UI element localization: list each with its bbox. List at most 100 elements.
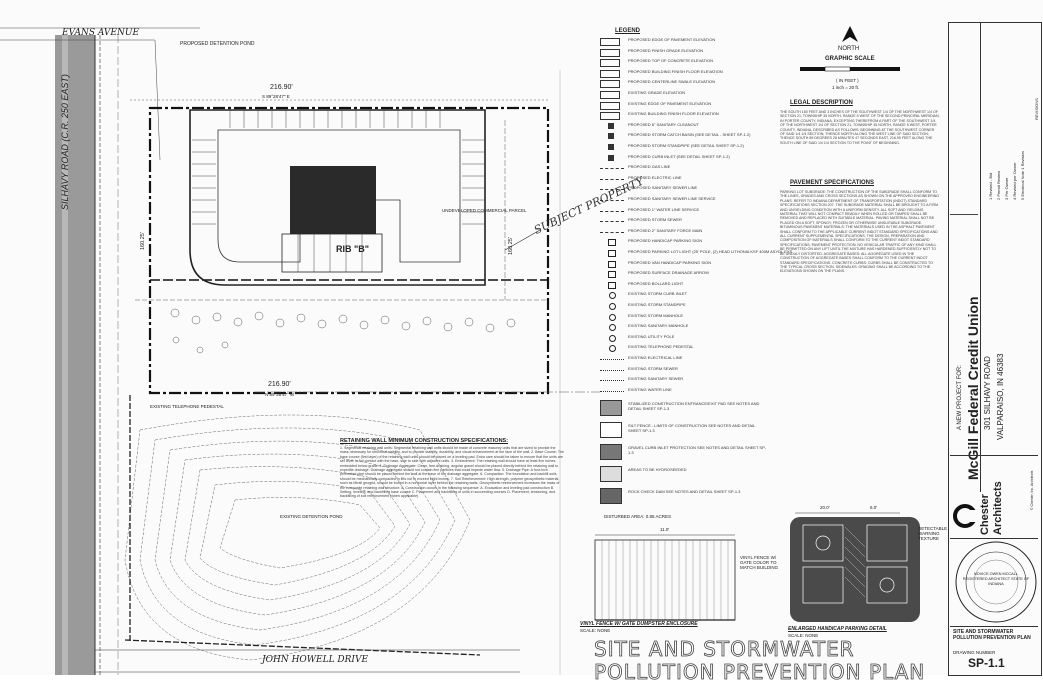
legend-symbol-icon (600, 200, 624, 201)
legend-item-label: PROPOSED BUILDING FINISH FLOOR ELEVATION (628, 68, 723, 74)
bearing-top: S 89°28'47" E (262, 94, 290, 99)
legend-item-label: PROPOSED EDGE OF PAVEMENT ELEVATION (628, 37, 716, 42)
legend-item-label: PROPOSED VAN HANDICAP PARKING SIGN (628, 259, 712, 265)
legend-symbol-icon (609, 345, 616, 353)
legend-item: PROPOSED BUILDING FINISH FLOOR ELEVATION (600, 68, 770, 78)
legend-item: EXISTING STORM MANHOLE (600, 312, 770, 322)
legend-item-label: EXISTING ELECTRICAL LINE (628, 355, 683, 360)
firm-copyright: © Chester, Inc. Architects (1030, 470, 1034, 510)
legend-item: PROPOSED GAS LINE (600, 163, 770, 173)
legend-item: PROPOSED SANITARY SEWER LINE (600, 184, 770, 194)
erosion-legend-label: AREAS TO BE HYDROSEEDED (628, 467, 687, 472)
legend-symbol-icon (608, 260, 616, 268)
revision-entry: 1 Revised - Bid (988, 172, 993, 200)
legend-item: EXISTING STORM CURB INLET (600, 290, 770, 300)
legend-title: LEGEND (615, 28, 641, 34)
legend-symbol-icon (600, 101, 620, 110)
undeveloped-parcel-label: UNDEVELOPED COMMERCIAL PARCEL (442, 208, 527, 213)
legend-item: PROPOSED TOP OF CONCRETE ELEVATION (600, 57, 770, 68)
legend-item: PROPOSED SURFACE DRAINAGE ARROW (600, 269, 770, 279)
legend-symbol-icon (608, 281, 616, 289)
disturbed-area: DISTURBED AREA: 0.85 ACRES (604, 514, 672, 519)
legend-item-label: PROPOSED STORM STANDPIPE (SEE DETAIL SHE… (628, 143, 744, 148)
legend-item: PROPOSED SANITARY SEWER LINE SERVICE (600, 195, 770, 205)
legend-symbol-icon (608, 144, 614, 150)
graphic-scale-title: GRAPHIC SCALE (825, 56, 875, 62)
pavement-spec-body: PARKING LOT SUBGRADE: THE CONSTRUCTION O… (780, 190, 940, 274)
fence-dim-11: 11.0' (660, 527, 670, 532)
drawing-number: SP-1.1 (968, 656, 1005, 670)
legend-symbol-icon (608, 250, 616, 257)
legend-symbol-icon (600, 168, 624, 170)
legend-symbol-icon (609, 324, 616, 332)
legend-symbol-icon (600, 38, 620, 46)
legend-item-label: PROPOSED ELECTRIC LINE (628, 174, 682, 180)
site-plan (0, 27, 600, 675)
architect-seal (955, 541, 1037, 623)
legend-item: PROPOSED VAN HANDICAP PARKING SIGN (600, 259, 770, 269)
firm-name-line2: Architects (992, 481, 1004, 535)
revision-entry: 2 Permit Review (996, 170, 1001, 200)
legend-item-label: PROPOSED STORM SEWER (628, 217, 682, 223)
erosion-legend-label: SILT FENCE - LIMITS OF CONSTRUCTION SEE … (628, 423, 756, 433)
drawing-number-label: DRAWING NUMBER (953, 650, 996, 655)
ex-telephone-label: EXISTING TELEPHONE PEDESTAL (150, 404, 224, 409)
legend-item: PROPOSED STORM CATCH BASIN (SEE DETAIL -… (600, 131, 770, 141)
legend-item-label: PROPOSED TOP OF CONCRETE ELEVATION (628, 58, 713, 64)
legend-item-label: PROPOSED SURFACE DRAINAGE ARROW (628, 270, 709, 276)
legend-item-label: EXISTING EDGE OF PAVEMENT ELEVATION (628, 100, 712, 106)
legend-symbol-icon (600, 390, 624, 392)
legend-symbol-icon (600, 59, 620, 68)
revisions-header: REVISIONS (1034, 98, 1039, 120)
legal-description-body: THE SOUTH 160 FEET AND 3 INCHES OF THE S… (780, 110, 940, 145)
legend-item: PROPOSED CURB INLET (SEE DETAIL SHEET SP… (600, 153, 770, 163)
sheet-title-line2: POLLUTION PREVENTION PLAN (594, 660, 926, 684)
legend-symbol-icon (608, 271, 616, 279)
building-label: RIB "B" (336, 244, 370, 254)
legend-item: EXISTING EDGE OF PAVEMENT ELEVATION (600, 100, 770, 110)
dim-left: 160.25' (140, 232, 146, 250)
legend-item-label: PROPOSED 6" SANITARY CLEANOUT (628, 121, 699, 127)
legend-item-label: PROPOSED PARKING LOT LIGHT (25' POLE, (2… (628, 249, 793, 254)
legend-item-label: PROPOSED BOLLARD LIGHT (628, 280, 684, 286)
legend-item-label: EXISTING SANITARY MANHOLE (628, 323, 689, 329)
legend-item: PROPOSED BOLLARD LIGHT (600, 280, 770, 290)
dim-right: 160.25' (508, 237, 514, 255)
legend-symbol-icon (600, 380, 624, 382)
legend-symbol-icon (600, 210, 624, 212)
legend-list: PROPOSED EDGE OF PAVEMENT ELEVATION PROPO… (600, 36, 792, 396)
erosion-symbol-icon (600, 400, 622, 416)
retaining-wall-heading: RETAINING WALL MINIMUM CONSTRUCTION SPEC… (340, 438, 509, 444)
erosion-legend-label: ROCK CHECK DAM SEE NOTES AND DETAIL SHEE… (628, 489, 741, 494)
legend-item-label: PROPOSED SANITARY SEWER LINE SERVICE (628, 196, 716, 201)
parking-lot (189, 109, 486, 286)
legend-item-label: EXISTING SANITARY SEWER (628, 376, 684, 382)
evans-avenue-label: EVANS AVENUE (62, 28, 140, 38)
small-sheet-title: SITE AND STORMWATER POLLUTION PREVENTION… (953, 629, 1031, 641)
legend-symbol-icon (600, 178, 624, 180)
legend-symbol-icon (609, 303, 616, 310)
erosion-legend-item: GRAVEL CURB INLET PROTECTION SEE NOTES A… (600, 444, 770, 464)
detectable-warning-label: DETECTABLE WARNING TEXTURE (918, 526, 948, 541)
client-name: McGill Federal Credit Union (965, 296, 981, 480)
legend-symbol-icon (600, 48, 620, 57)
scale-units: ( IN FEET ) (836, 78, 859, 83)
legend-item-label: PROPOSED GAS LINE (628, 164, 671, 170)
legend-symbol-icon (608, 133, 614, 140)
bearing-bottom: N 89°28'47" W (265, 392, 295, 397)
dim-bottom: 216.90' (268, 381, 291, 388)
legend-item-label: PROPOSED SANITARY SEWER LINE (628, 185, 698, 191)
scale-ratio: 1 inch = 20 ft. (832, 85, 860, 90)
legend-item: EXISTING GRADE ELEVATION (600, 89, 770, 99)
legend-item: PROPOSED STORM SEWER (600, 216, 770, 226)
erosion-legend: STABILIZED CONSTRUCTION ENTRANCE/EXIT PA… (600, 400, 775, 520)
legend-symbol-icon (600, 369, 624, 371)
legend-item-label: PROPOSED HANDICAP PARKING SIGN (628, 238, 703, 244)
parking-detail-scale: SCALE: NONE (788, 633, 819, 638)
legend-item-label: PROPOSED 1" WATER LINE SERVICE (628, 206, 700, 212)
legend-item-label: EXISTING STORM SEWER (628, 365, 678, 371)
erosion-symbol-icon (600, 488, 622, 504)
legend-symbol-icon (600, 80, 620, 89)
erosion-legend-label: STABILIZED CONSTRUCTION ENTRANCE/EXIT PA… (628, 401, 760, 411)
legend-item-label: PROPOSED STORM CATCH BASIN (SEE DETAIL -… (628, 132, 751, 138)
